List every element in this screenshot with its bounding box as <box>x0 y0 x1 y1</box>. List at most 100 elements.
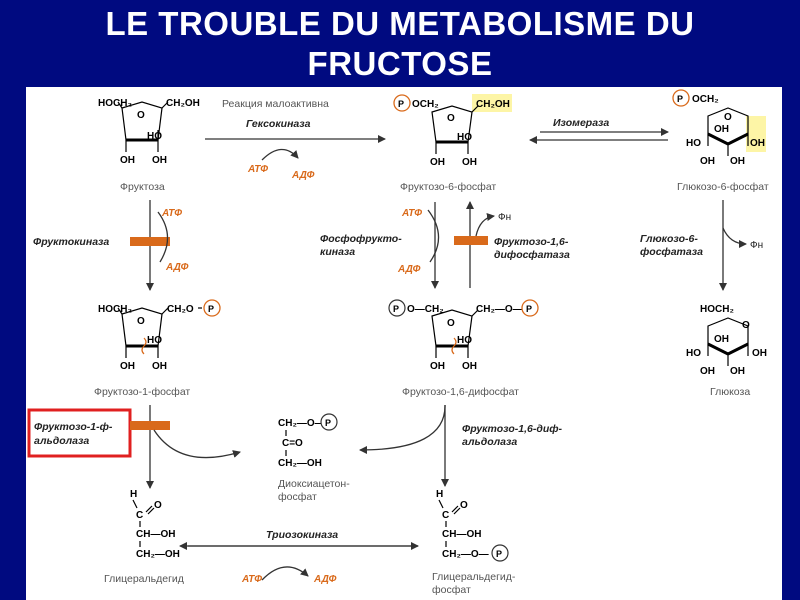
f6p-oh-right: OH <box>462 157 477 168</box>
fructokinase-block <box>130 237 170 246</box>
glyceraldehyde-ch2-oh: CH₂—OH <box>136 549 180 560</box>
g6p-ho: HO <box>686 138 701 149</box>
f1p-aldolase-label-2: альдолаза <box>34 435 89 447</box>
fructose-structure: HOCH₂ CH₂OH O HO OH OH <box>98 98 200 166</box>
g6pase-pi: Фн <box>750 240 763 251</box>
f6p-oh-left: OH <box>430 157 445 168</box>
f16bp-ho: HO <box>457 335 472 346</box>
pfk-label-1: Фосфофрукто- <box>320 233 402 245</box>
label-f6p: Фруктозо-6-фосфат <box>400 181 496 193</box>
f1p-oh-left: OH <box>120 361 135 372</box>
g6pase-label-2: фосфатаза <box>640 246 703 258</box>
g6p-highlight <box>746 116 766 152</box>
f1p-ho: HO <box>147 335 162 346</box>
f6p-phosphate: P <box>398 99 404 109</box>
glucose-oh-br: OH <box>730 366 745 377</box>
glucose-hoch2: HOCH₂ <box>700 304 734 315</box>
f16bp-ch2-o: CH₂—O— <box>476 304 523 315</box>
hexokinase-adp: АДФ <box>291 170 315 181</box>
dhap-phosphate: P <box>325 418 331 428</box>
label-dhap-1: Диоксиацетон- <box>278 478 350 490</box>
glyceraldehyde-c: C <box>136 510 143 521</box>
f1p-aldolase-label-1: Фруктозо-1-ф- <box>34 421 113 433</box>
f1p-hoch2: HOCH₂ <box>98 304 132 315</box>
f1p-structure: HOCH₂ CH₂O P O HO OH OH <box>98 299 221 372</box>
gap-ch2-o: CH₂—O— <box>442 549 489 560</box>
diagram-panel <box>26 87 782 600</box>
fructose-oh-right: OH <box>152 155 167 166</box>
g6p-oh-br: OH <box>730 156 745 167</box>
f6p-ch2oh: CH₂OH <box>476 99 510 110</box>
gap-ch-oh: CH—OH <box>442 529 481 540</box>
label-fructose: Фруктоза <box>120 181 165 193</box>
glucose-oh-right: OH <box>752 348 767 359</box>
triokinase-label: Триозокиназа <box>266 529 338 541</box>
label-f16bp: Фруктозо-1,6-дифосфат <box>402 386 519 398</box>
hexokinase-label: Гексокиназа <box>246 118 311 130</box>
label-dhap-2: фосфат <box>278 491 317 503</box>
glucose-oh-bl: OH <box>700 366 715 377</box>
f1p-aldolase-block <box>130 421 170 430</box>
glucose-ring-o: O <box>742 320 750 331</box>
pfk-adp: АДФ <box>397 264 421 275</box>
f16bp-ring-o: O <box>447 318 455 329</box>
glyceraldehyde-ch-oh: CH—OH <box>136 529 175 540</box>
gap-o: O <box>460 500 468 511</box>
fructose-hoch2: HOCH₂ <box>98 98 132 109</box>
f16bp-o-ch2: O—CH₂ <box>407 304 444 315</box>
isomerase-label: Изомераза <box>553 117 609 129</box>
f16bp-oh-left: OH <box>430 361 445 372</box>
glucose-structure: HOCH₂ O OH HO OH OH OH <box>686 304 767 377</box>
f16bp-oh-right: OH <box>462 361 477 372</box>
g6p-oh-bl: OH <box>700 156 715 167</box>
triokinase-atp-adp-curve <box>261 566 309 581</box>
pfk-atp: АТФ <box>401 208 422 219</box>
f1p-to-dhap-arrow <box>153 429 241 459</box>
f6p-highlight <box>472 94 512 112</box>
fructokinase-adp: АДФ <box>165 262 189 273</box>
fructose-ch2oh: CH₂OH <box>166 98 200 109</box>
title-line-1: LE TROUBLE DU METABOLISME DU <box>105 5 695 42</box>
fbp-aldolase-label-2: альдолаза <box>462 436 517 448</box>
f1p-phosphate: P <box>208 304 214 314</box>
f16bp-structure: P O—CH₂ CH₂—O— P O HO OH OH <box>388 299 539 372</box>
fructose-ho: HO <box>147 131 162 142</box>
fbpase-pi-curve <box>475 213 495 237</box>
dhap-structure: CH₂—O— P C=O CH₂—OH <box>278 413 338 469</box>
fructose-ring-o: O <box>137 110 145 121</box>
label-glucose: Глюкоза <box>710 386 750 398</box>
gap-h: H <box>436 489 443 500</box>
triokinase-adp: АДФ <box>313 574 337 585</box>
glucose-ho: HO <box>686 348 701 359</box>
g6p-och2: OCH₂ <box>692 94 719 105</box>
fbpase-label-1: Фруктозо-1,6- <box>494 236 569 248</box>
f1p-aldolase-highlight-box <box>27 408 132 458</box>
fbpase-pi: Фн <box>498 212 511 223</box>
dhap-ch2-o: CH₂—O— <box>278 418 325 429</box>
g6p-ring-o: O <box>724 112 732 123</box>
fructokinase-cofactor-curve <box>157 211 169 263</box>
f1p-ch2o: CH₂O <box>167 304 194 315</box>
title-line-2: FRUCTOSE <box>307 45 493 82</box>
f16bp-phosphate-left: P <box>393 304 399 314</box>
dhap-ch2-oh: CH₂—OH <box>278 458 322 469</box>
label-g6p: Глюкозо-6-фосфат <box>677 181 769 193</box>
label-glyceraldehyde: Глицеральдегид <box>104 573 184 585</box>
fbp-aldolase-to-dhap-arrow <box>359 404 446 454</box>
f1p-oh-right: OH <box>152 361 167 372</box>
glyceraldehyde-structure: H C O CH—OH CH₂—OH <box>130 489 180 560</box>
hexokinase-note: Реакция малоактивна <box>222 98 329 110</box>
pfk-label-2: киназа <box>320 246 355 258</box>
gap-c: C <box>442 510 449 521</box>
pfk-cofactor-curve <box>427 209 440 263</box>
slide-title: LE TROUBLE DU METABOLISME DU FRUCTOSE <box>0 4 800 84</box>
g6p-structure: P OCH₂ O OH HO OH OH OH <box>672 89 766 167</box>
glyceraldehyde-o: O <box>154 500 162 511</box>
label-gap-1: Глицеральдегид- <box>432 571 516 583</box>
gap-structure: H C O CH—OH CH₂—O— P <box>436 489 509 562</box>
g6pase-pi-curve <box>722 227 747 248</box>
f16bp-phosphate-right: P <box>526 304 532 314</box>
fbp-aldolase-label-1: Фруктозо-1,6-диф- <box>462 423 563 435</box>
dhap-c-eq-o: C=O <box>282 438 303 449</box>
